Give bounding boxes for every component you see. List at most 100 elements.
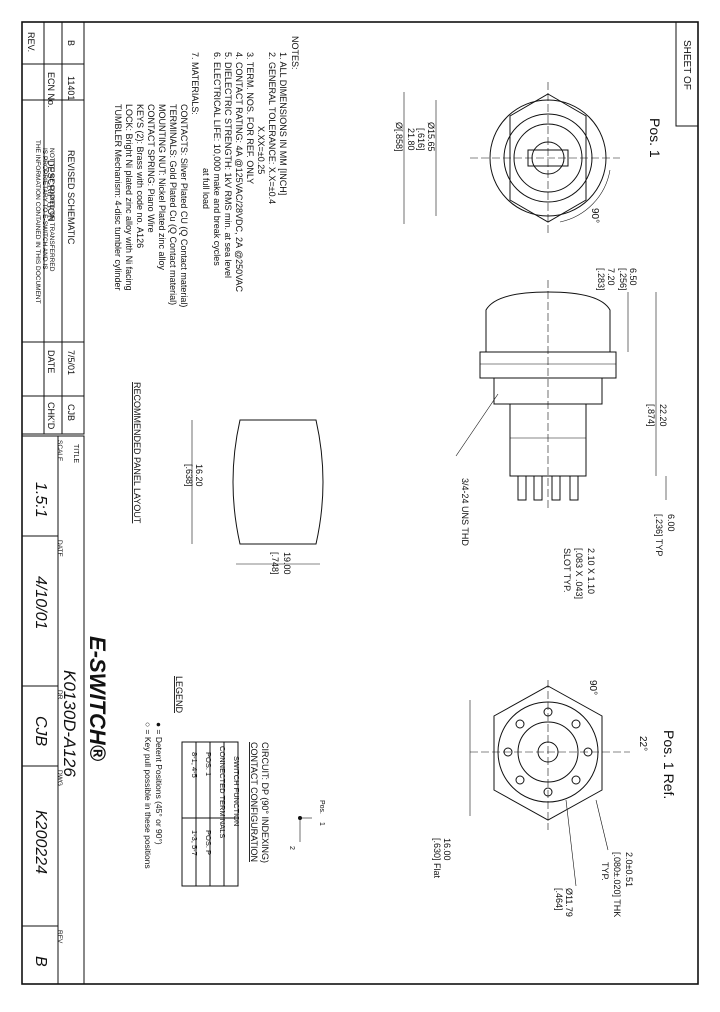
legend-detent: ● = Detent Positions (45° or 90°) [154, 722, 164, 845]
title-block: TITLE K0130D-A126 SCALE 1.5:1 DATE 4/10/… [21, 435, 110, 985]
svg-text:[.236] TYP: [.236] TYP [654, 514, 664, 556]
rev-value: B [66, 40, 76, 46]
svg-text:19.00: 19.00 [282, 552, 292, 575]
svg-text:3. TERM. NOS. FOR REF. ONLY: 3. TERM. NOS. FOR REF. ONLY [245, 52, 255, 184]
svg-text:Ø11.79: Ø11.79 [564, 888, 574, 917]
svg-text:CONTACT SPRING: Piano Wire: CONTACT SPRING: Piano Wire [146, 104, 156, 233]
e-switch-logo: E-SWITCH® [85, 636, 110, 762]
rev-value: B [32, 956, 49, 967]
svg-text:6. ELECTRICAL LIFE: 10,000 mak: 6. ELECTRICAL LIFE: 10,000 make and brea… [212, 52, 222, 266]
svg-text:2: 2 [288, 846, 295, 850]
svg-text:2.10 X 1.10: 2.10 X 1.10 [586, 548, 596, 594]
description-value: REVISED SCHEMATIC [66, 150, 76, 245]
svg-text:21.80: 21.80 [406, 128, 416, 151]
ecn-value: 11401 [66, 76, 76, 100]
drawn-by-value: CJB [32, 716, 49, 747]
notes-heading: NOTES: [290, 36, 300, 70]
circuit-heading: CIRCUIT: DP (90° INDEXING) [260, 742, 270, 863]
ecn-header: ECN No. [46, 72, 56, 108]
svg-text:X.XX=±0.25: X.XX=±0.25 [256, 126, 266, 174]
panel-cutout [232, 419, 324, 545]
front-angle: 90° [589, 208, 600, 223]
svg-text:3/4-24 UNS THD: 3/4-24 UNS THD [460, 478, 470, 546]
svg-text:[.464]: [.464] [554, 888, 564, 911]
svg-text:5. DIELECTRIC STRENGTH: 1kV RM: 5. DIELECTRIC STRENGTH: 1kV RMS min. at … [223, 52, 233, 278]
panel-layout: RECOMMENDED PANEL LAYOUT 16.20 [.638] 19… [132, 382, 324, 575]
front-view-label: Pos. 1 [647, 118, 663, 158]
svg-text:[.630] Flat: [.630] Flat [432, 838, 442, 879]
svg-text:Ø[.858]: Ø[.858] [394, 122, 404, 152]
svg-text:Pos.: Pos. [318, 800, 325, 814]
svg-text:POS. 1: POS. 1 [204, 752, 213, 776]
svg-text:LOCK: Bright Ni plated zinc al: LOCK: Bright Ni plated zinc alloy with N… [124, 104, 134, 291]
svg-text:16.00: 16.00 [442, 838, 452, 861]
cap-outline [485, 291, 611, 353]
panel-heading: RECOMMENDED PANEL LAYOUT [132, 382, 142, 524]
date-value: 7/5/01 [66, 350, 76, 375]
svg-text:6.50: 6.50 [628, 268, 638, 286]
svg-text:TERMINALS: Gold Plated Cu (Q C: TERMINALS: Gold Plated Cu (Q Contact mat… [168, 104, 178, 305]
rev-label: REV [56, 930, 63, 944]
svg-text:1-3, 5-7: 1-3, 5-7 [190, 830, 199, 856]
front-view: 90° Pos. 1 Ø15.65 [.616] 21.80 Ø[.858] [394, 82, 663, 236]
svg-text:TUMBLER Mechanism: 4-disc tumb: TUMBLER Mechanism: 4-disc tumbler cylind… [113, 104, 123, 291]
notes-block: NOTES: 1. ALL DIMENSIONS IN MM [INCH] 2.… [113, 36, 300, 307]
svg-text:[.080±.020] THK: [.080±.020] THK [612, 852, 622, 917]
drawn-by-label: DR [56, 690, 63, 700]
scale-value: 1.5:1 [32, 482, 49, 518]
svg-text:[.748]: [.748] [270, 552, 280, 575]
svg-text:8-1, 4-5: 8-1, 4-5 [190, 752, 199, 778]
svg-text:THE INFORMATION CONTAINED IN T: THE INFORMATION CONTAINED IN THIS DOCUME… [34, 140, 41, 304]
chkd-header: CHK'D [46, 402, 56, 430]
chkd-value: CJB [66, 404, 76, 421]
legend-heading: LEGEND [174, 676, 184, 714]
svg-text:[.083 X .043]: [.083 X .043] [574, 548, 584, 599]
svg-text:SLOT TYP.: SLOT TYP. [562, 548, 572, 593]
svg-text:Ø15.65: Ø15.65 [426, 122, 436, 152]
circuit-configuration: CIRCUIT: DP (90° INDEXING) CONTACT CONFI… [181, 741, 325, 887]
svg-text:1. ALL DIMENSIONS IN MM [INCH]: 1. ALL DIMENSIONS IN MM [INCH] [278, 52, 288, 195]
legend-key-pull: ○ = Key pull possible in these positions [143, 722, 153, 869]
svg-text:POS. P: POS. P [204, 830, 213, 855]
rear-view: Pos. 1 Ref. 90° 22° 2.0±0.51 [.080±.020]… [432, 680, 677, 917]
sheet-of-label: SHEET OF [681, 40, 692, 90]
sheet-of-box: SHEET OF [675, 21, 699, 127]
legend: LEGEND ● = Detent Positions (45° or 90°)… [143, 676, 184, 869]
svg-text:TYP.: TYP. [600, 862, 610, 881]
side-view: 6.50 [.256] 7.20 [.283] 22.20 [.874] 6.0… [455, 268, 676, 599]
confidentiality-note: THE INFORMATION CONTAINED IN THIS DOCUME… [34, 140, 55, 304]
svg-text:[.638]: [.638] [184, 464, 194, 487]
svg-text:22.20: 22.20 [658, 404, 668, 427]
svg-text:6.00: 6.00 [666, 514, 676, 532]
svg-text:NOT TO BE COPIED OR TRANSFERRE: NOT TO BE COPIED OR TRANSFERRED [48, 148, 55, 272]
rev-header: REV. [26, 32, 36, 52]
svg-text:CONNECTED TERMINALS: CONNECTED TERMINALS [218, 746, 227, 838]
scale-label: SCALE [56, 440, 63, 462]
svg-text:22°: 22° [637, 736, 648, 751]
svg-text:[.616]: [.616] [416, 128, 426, 151]
svg-text:2. GENERAL TOLERANCE: X.X=±0.4: 2. GENERAL TOLERANCE: X.X=±0.4 [267, 52, 277, 204]
svg-text:KEYS (2): Brass with code no.: KEYS (2): Brass with code no. A126 [135, 104, 145, 248]
date-value: 4/10/01 [32, 576, 49, 629]
svg-text:90°: 90° [587, 680, 598, 695]
title-label: TITLE [72, 444, 79, 463]
svg-text:4. CONTACT RATING: 4A @125VAC/: 4. CONTACT RATING: 4A @125VAC/28VDC, 2A … [234, 52, 244, 293]
dwg-value: K200224 [32, 810, 49, 874]
terminals [517, 475, 579, 501]
svg-text:[.283]: [.283] [596, 268, 606, 291]
svg-text:1: 1 [318, 822, 325, 826]
svg-text:2.0±0.51: 2.0±0.51 [624, 852, 634, 887]
svg-text:[.256]: [.256] [618, 268, 628, 291]
svg-text:[.874]: [.874] [646, 404, 656, 427]
svg-text:IS PROPRIETARY TO E-SWITCH AND: IS PROPRIETARY TO E-SWITCH AND IS [41, 148, 48, 270]
date-label: DATE [56, 540, 63, 558]
svg-text:7. MATERIALS:: 7. MATERIALS: [190, 52, 200, 115]
date-header: DATE [46, 350, 56, 373]
description-header: DESCRIPTION [46, 160, 56, 222]
svg-text:SWITCH FUNCTION: SWITCH FUNCTION [232, 756, 241, 826]
part-number: K0130D-A126 [60, 670, 79, 777]
svg-text:16.20: 16.20 [194, 464, 204, 487]
dwg-label: DWG [56, 770, 63, 786]
svg-text:at full load: at full load [201, 168, 211, 209]
